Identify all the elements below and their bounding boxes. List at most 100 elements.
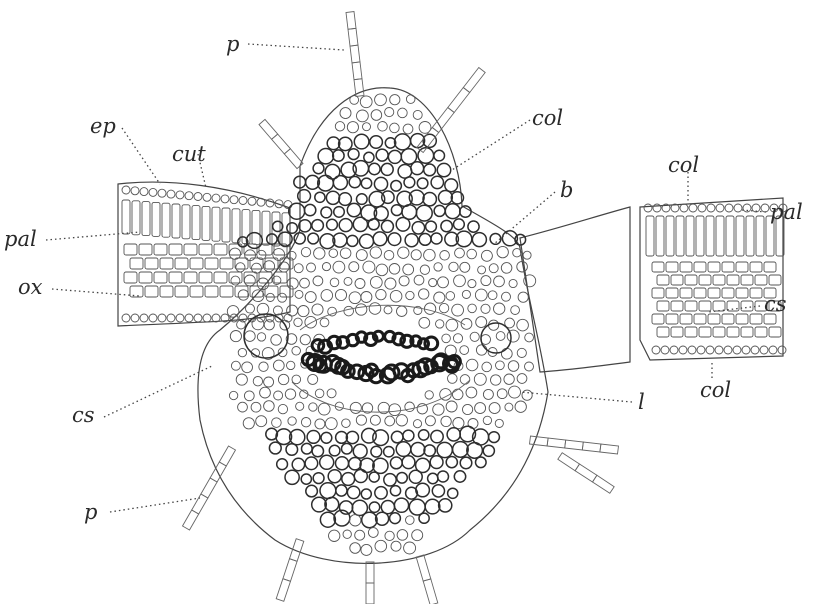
- cell: [230, 331, 241, 342]
- cell: [474, 373, 486, 385]
- cell: [671, 327, 683, 337]
- cell: [288, 417, 296, 425]
- trichome: [346, 12, 364, 97]
- cell: [699, 275, 711, 285]
- cell: [360, 234, 374, 248]
- cell: [287, 223, 298, 234]
- cell: [501, 348, 512, 359]
- cell: [424, 249, 436, 261]
- cell: [360, 96, 372, 108]
- cell: [425, 337, 438, 350]
- cell: [320, 318, 329, 327]
- cell: [417, 178, 428, 189]
- trichome: [259, 119, 303, 168]
- cell: [727, 275, 739, 285]
- cell: [271, 335, 282, 346]
- cell: [389, 404, 401, 416]
- cell: [446, 292, 455, 301]
- cell: [300, 278, 310, 288]
- cell: [361, 292, 372, 303]
- cell: [434, 292, 445, 303]
- cell: [244, 275, 255, 286]
- cell: [483, 389, 493, 399]
- cell: [242, 362, 253, 373]
- cell: [390, 457, 402, 469]
- cell: [339, 137, 352, 150]
- trichome: [530, 436, 619, 454]
- trichome-cell: [416, 555, 431, 581]
- cell: [685, 301, 697, 311]
- cell: [336, 485, 347, 496]
- trichome-cell: [366, 583, 374, 604]
- cell: [656, 216, 664, 256]
- cell: [707, 204, 715, 212]
- cell: [327, 219, 338, 230]
- cell: [494, 303, 505, 314]
- cell: [320, 512, 335, 527]
- cell: [419, 317, 430, 328]
- cell: [298, 306, 309, 317]
- cell: [269, 442, 281, 454]
- cell: [666, 288, 678, 298]
- cell: [481, 250, 492, 261]
- cell: [344, 277, 352, 285]
- cell: [266, 199, 274, 207]
- cell: [496, 332, 505, 341]
- cell: [391, 205, 402, 216]
- cell: [446, 457, 457, 468]
- cell: [212, 207, 220, 241]
- cell: [434, 150, 445, 161]
- cell: [190, 286, 203, 297]
- cell: [342, 443, 353, 454]
- cell: [248, 197, 256, 205]
- cell: [194, 314, 202, 322]
- cell: [318, 149, 333, 164]
- trichome-cell: [547, 438, 566, 448]
- trichome-cell: [600, 444, 619, 454]
- cell: [646, 216, 654, 256]
- cell: [236, 374, 247, 385]
- cell: [343, 530, 351, 538]
- trichome-cell: [448, 88, 470, 113]
- cell: [342, 473, 355, 486]
- cell: [347, 203, 360, 216]
- cell: [420, 265, 429, 274]
- cell: [391, 431, 403, 443]
- cell: [239, 197, 247, 205]
- cell: [715, 346, 723, 354]
- cell: [235, 258, 248, 269]
- cell: [460, 375, 470, 385]
- cell: [448, 488, 458, 498]
- cell: [274, 391, 283, 400]
- cell: [349, 176, 360, 187]
- cell: [736, 262, 748, 272]
- cell: [419, 430, 429, 440]
- cell: [497, 246, 508, 257]
- cell: [517, 348, 526, 357]
- cell: [287, 305, 298, 316]
- cell: [262, 211, 270, 245]
- cell: [361, 178, 371, 188]
- trichome-cell: [463, 68, 485, 93]
- trichome: [417, 68, 485, 153]
- cell: [736, 288, 748, 298]
- cell: [350, 402, 361, 413]
- cell: [238, 290, 248, 300]
- cell: [679, 346, 687, 354]
- cell: [657, 327, 669, 337]
- cell: [176, 314, 184, 322]
- trichome-cell: [354, 79, 364, 97]
- cell: [355, 530, 365, 540]
- cell: [373, 232, 387, 246]
- cell: [404, 542, 416, 554]
- cell: [713, 327, 725, 337]
- cell: [251, 402, 261, 412]
- cell: [525, 333, 534, 342]
- label-col-center: col: [532, 108, 563, 129]
- cell: [202, 206, 210, 240]
- cell: [231, 276, 240, 285]
- cell: [314, 248, 325, 259]
- cell: [238, 402, 248, 412]
- cell: [454, 219, 465, 230]
- label-cs-right: cs: [764, 294, 787, 315]
